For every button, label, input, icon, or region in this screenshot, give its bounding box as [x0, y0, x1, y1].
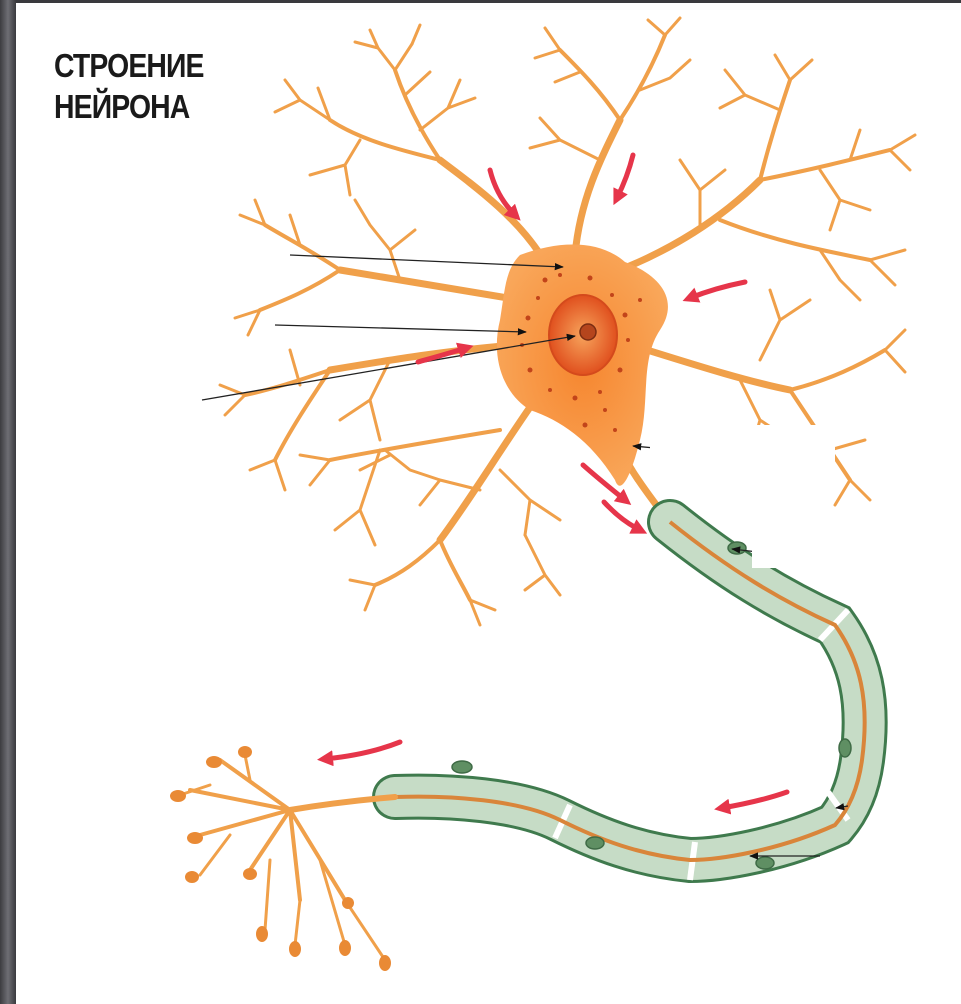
diagram-canvas: СТРОЕНИЕ НЕЙРОНА: [16, 3, 961, 1004]
synaptic-terminals: [170, 746, 391, 971]
soma: [497, 245, 668, 486]
axon-terminal: [180, 755, 395, 960]
signal-direction-arrow: [617, 155, 633, 198]
signal-direction-arrow: [722, 792, 787, 808]
signal-direction-arrow: [690, 282, 745, 298]
neuron-illustration: [16, 3, 961, 1004]
nucleolus: [580, 324, 596, 340]
axon: [395, 522, 865, 880]
signal-direction-arrow: [325, 742, 400, 759]
signal-direction-arrow: [604, 502, 640, 530]
leader-nucleus: [275, 325, 526, 332]
